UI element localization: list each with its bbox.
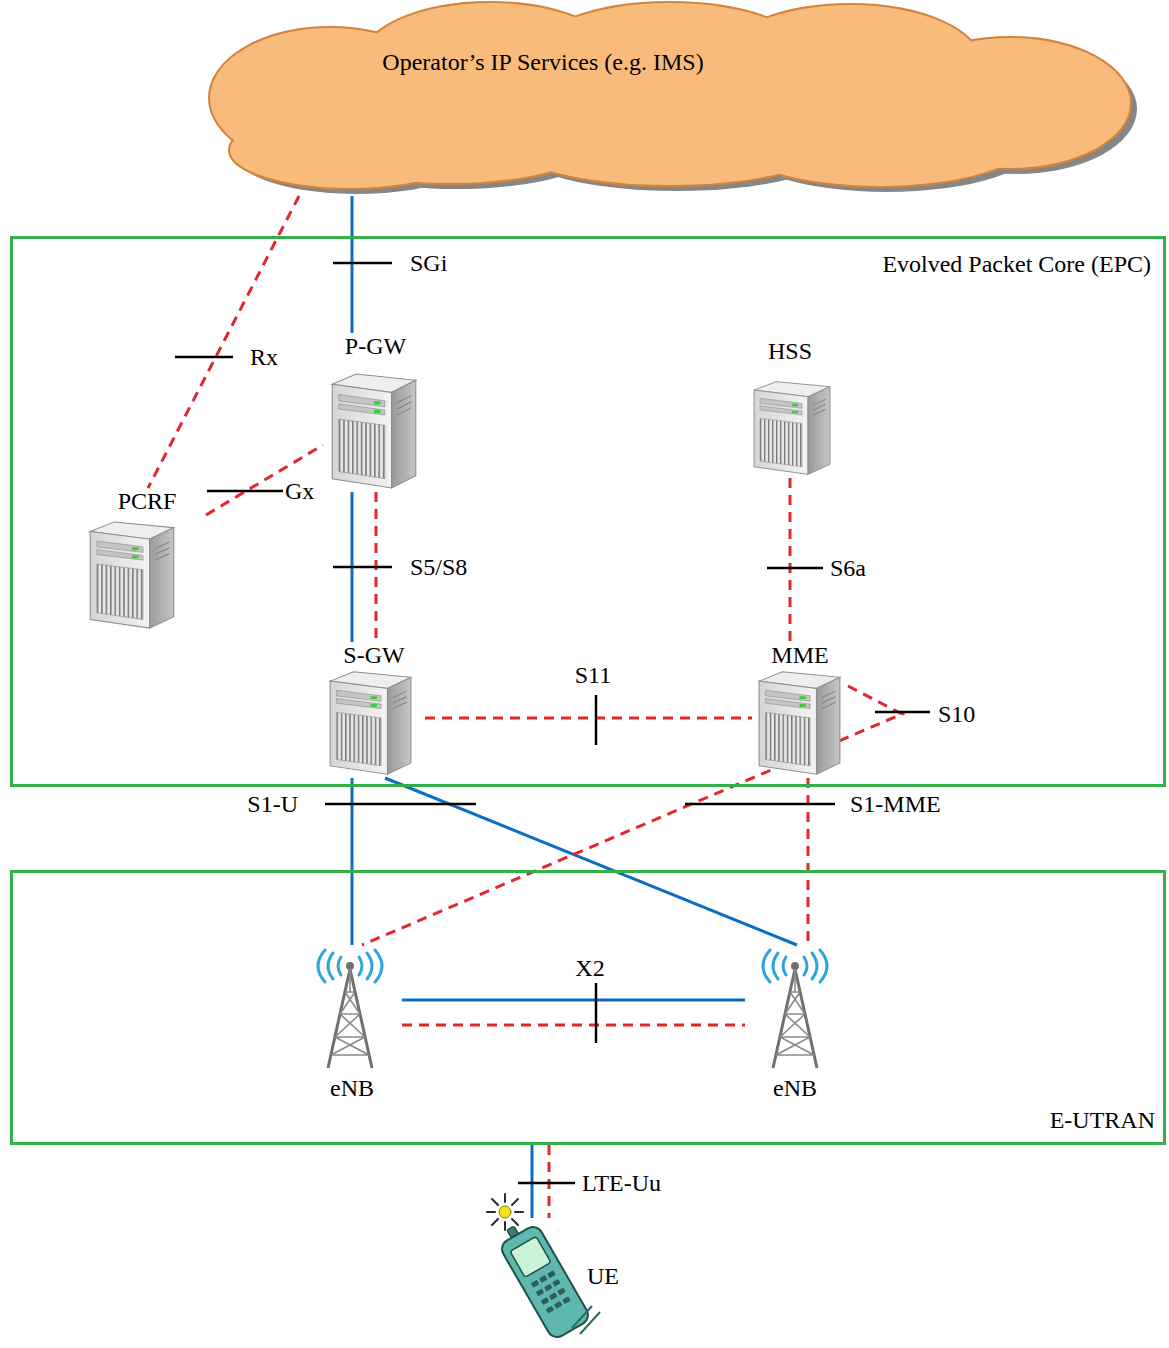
interface-label-wrap: SGi: [410, 250, 447, 277]
interface-label: X2: [575, 955, 604, 982]
interface-label: S6a: [830, 555, 866, 582]
node-label-wrap: UE: [587, 1263, 619, 1290]
interface-label: Rx: [250, 344, 278, 371]
node-label: PCRF: [118, 488, 177, 515]
server-node: PCRF: [88, 488, 206, 632]
node-label-wrap: eNB: [773, 1075, 817, 1102]
ue-node: UE: [500, 1218, 640, 1346]
node-label: UE: [587, 1263, 619, 1290]
interface-label: S10: [938, 701, 975, 728]
enodeb-node: eNB: [745, 945, 845, 1102]
control-plane-line: [548, 1145, 551, 1218]
control-plane-line: [206, 445, 323, 515]
control-plane-line: [425, 717, 752, 720]
cloud-lobe: [230, 112, 470, 188]
node-label: P-GW: [345, 333, 406, 360]
user-plane-line: [531, 1145, 534, 1218]
interface-label: S1-MME: [850, 791, 941, 818]
interface-label: SGi: [410, 250, 447, 277]
cloud-label: Operator’s IP Services (e.g. IMS): [382, 49, 703, 76]
interface-label-wrap: S10: [938, 701, 975, 728]
node-label-wrap: P-GW: [345, 333, 406, 360]
node-label-wrap: S-GW: [343, 642, 404, 669]
server-node: HSS: [745, 338, 835, 478]
enodeb-node: eNB: [302, 945, 402, 1102]
interface-label-wrap: S1-U: [247, 791, 298, 818]
node-label: HSS: [768, 338, 812, 365]
node-label: eNB: [330, 1075, 374, 1102]
interface-label-wrap: LTE-Uu: [582, 1170, 661, 1197]
epc-region: Evolved Packet Core (EPC) P-GW HSS PCRF S-GW…: [10, 236, 1166, 787]
interface-label: S1-U: [247, 791, 298, 818]
user-plane-line: [402, 999, 745, 1002]
cloud-shape: [190, 0, 1145, 196]
cloud-label-wrap: Operator’s IP Services (e.g. IMS): [382, 49, 703, 76]
server-node: P-GW: [323, 333, 428, 492]
node-label: S-GW: [343, 642, 404, 669]
node-label-wrap: PCRF: [118, 488, 177, 515]
server-node: S-GW: [323, 642, 425, 778]
interface-label-wrap: S6a: [830, 555, 866, 582]
ip-services-cloud: Operator’s IP Services (e.g. IMS): [190, 0, 1145, 196]
node-label-wrap: HSS: [768, 338, 812, 365]
interface-label: S11: [575, 662, 611, 689]
node-label-wrap: MME: [771, 642, 828, 669]
node-label: eNB: [773, 1075, 817, 1102]
control-plane-line: [148, 196, 299, 488]
cloud-lobe: [230, 112, 470, 188]
interface-label-wrap: S11: [575, 662, 611, 689]
region-label: E-UTRAN: [1050, 1107, 1155, 1134]
control-plane-line: [789, 478, 792, 642]
region-label-wrap: Evolved Packet Core (EPC): [882, 251, 1151, 278]
interface-label: Gx: [285, 478, 314, 505]
e-utran-region: E-UTRAN eNB eNB: [10, 870, 1166, 1145]
interface-label: LTE-Uu: [582, 1170, 661, 1197]
interface-label-wrap: Gx: [285, 478, 314, 505]
interface-label-wrap: X2: [575, 955, 604, 982]
server-node: MME: [752, 642, 848, 778]
user-plane-line: [351, 196, 354, 333]
region-label: Evolved Packet Core (EPC): [882, 251, 1151, 278]
interface-ticks: [175, 263, 930, 1183]
node-label-wrap: eNB: [330, 1075, 374, 1102]
interface-label-wrap: Rx: [250, 344, 278, 371]
interface-label-wrap: S1-MME: [850, 791, 941, 818]
interface-label-wrap: S5/S8: [410, 554, 467, 581]
control-plane-line: [402, 1024, 745, 1027]
region-label-wrap: E-UTRAN: [1050, 1107, 1155, 1134]
node-label: MME: [771, 642, 828, 669]
interface-label: S5/S8: [410, 554, 467, 581]
